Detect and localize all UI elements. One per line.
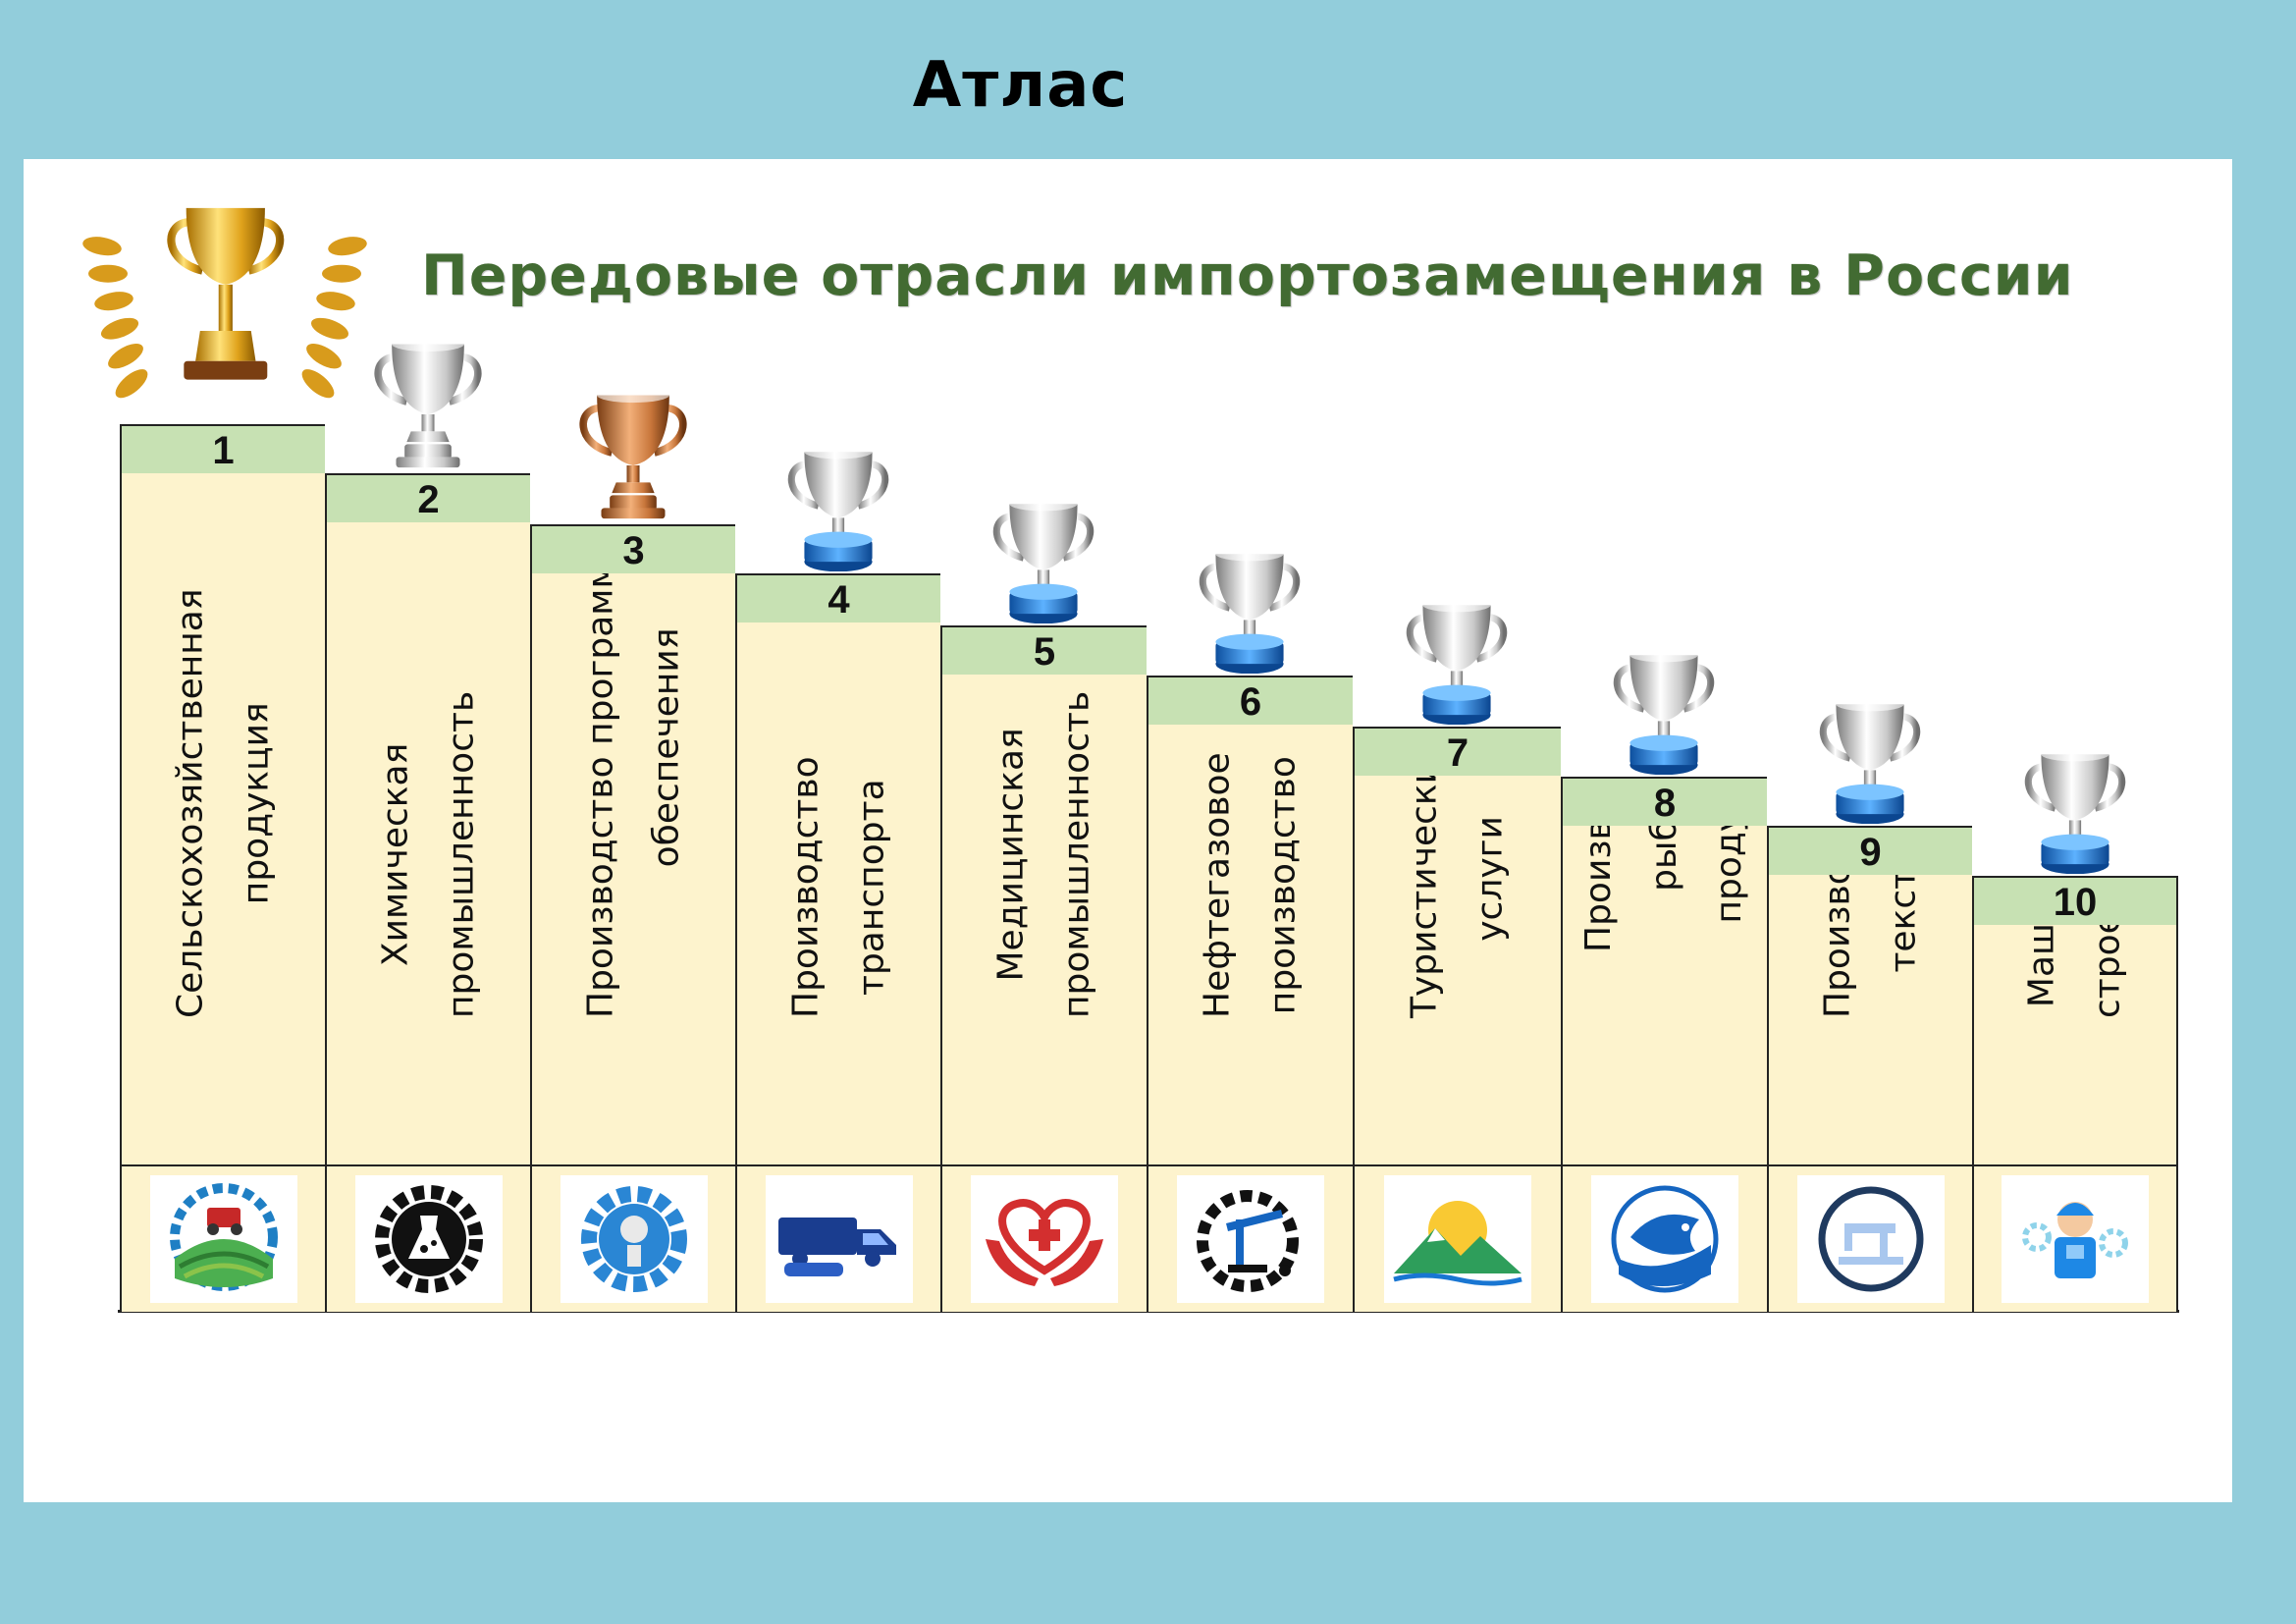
industry-icon-cell bbox=[1563, 1164, 1767, 1312]
industry-icon-cell bbox=[1974, 1164, 2176, 1312]
fish-icon bbox=[1591, 1175, 1738, 1303]
industry-icon-cell bbox=[1148, 1164, 1353, 1312]
rank-number: 6 bbox=[1148, 676, 1353, 730]
industry-label: Производство текстиля bbox=[1816, 875, 1923, 1018]
industry-label: Сельскохозяйственная продукция bbox=[169, 588, 276, 1018]
industry-icon-cell bbox=[327, 1164, 530, 1312]
industry-icon-cell bbox=[942, 1164, 1147, 1312]
gold-trophy-laurel-icon bbox=[63, 177, 387, 434]
trophy-icon bbox=[2015, 736, 2135, 879]
trophy-icon bbox=[1810, 686, 1930, 829]
agriculture-gear-icon bbox=[149, 1175, 297, 1303]
mountains-sun-icon bbox=[1384, 1175, 1531, 1303]
rank-number: 9 bbox=[1769, 826, 1972, 880]
industry-icon-cell bbox=[737, 1164, 940, 1312]
rank-number: 5 bbox=[942, 625, 1147, 679]
industry-icon-cell bbox=[1355, 1164, 1561, 1312]
silver-trophy-icon bbox=[364, 325, 492, 477]
rank-number: 8 bbox=[1563, 777, 1767, 831]
sewing-machine-icon bbox=[1796, 1175, 1945, 1303]
transport-trucks-icon bbox=[765, 1175, 913, 1303]
industry-label-cell: Нефтегазовое производство bbox=[1148, 725, 1353, 1166]
bronze-trophy-icon bbox=[569, 376, 697, 528]
industry-label-cell: Производство программного обеспечения bbox=[532, 573, 735, 1166]
chemistry-flask-gear-icon bbox=[354, 1175, 503, 1303]
industry-label-cell: Производство транспорта bbox=[737, 623, 940, 1166]
oil-pump-gear-icon bbox=[1177, 1175, 1324, 1303]
industry-label: Производство программного обеспечения bbox=[579, 573, 686, 1018]
industry-label: Медицинская промышленность bbox=[990, 690, 1096, 1018]
industry-label-cell: Медицинская промышленность bbox=[942, 675, 1147, 1166]
trophy-icon bbox=[1397, 587, 1517, 730]
trophy-icon bbox=[984, 486, 1103, 628]
industry-label-cell: Туристические услуги bbox=[1355, 776, 1561, 1166]
industry-icon-cell bbox=[122, 1164, 325, 1312]
step-column-8: 8Производство рыбной продукции bbox=[1561, 777, 1767, 1312]
industry-label: Химическая промышленность bbox=[374, 690, 481, 1018]
industry-label-cell: Машино строение bbox=[1974, 925, 2176, 1166]
trophy-icon bbox=[1604, 637, 1724, 780]
industry-label-cell: Производство текстиля bbox=[1769, 875, 1972, 1166]
industry-label-cell: Сельскохозяйственная продукция bbox=[122, 473, 325, 1166]
industry-label: Нефтегазовое производство bbox=[1197, 752, 1303, 1018]
page-title: Атлас bbox=[912, 49, 1129, 122]
industry-label: Производство транспорта bbox=[784, 756, 891, 1018]
trophy-icon bbox=[1190, 536, 1309, 678]
engineer-mechanic-icon bbox=[2002, 1175, 2149, 1303]
software-gear-icon bbox=[560, 1175, 708, 1303]
industry-icon-cell bbox=[532, 1164, 735, 1312]
diagram-title: Передовые отрасли импортозамещения в Рос… bbox=[421, 244, 2074, 308]
rank-number: 7 bbox=[1355, 727, 1561, 781]
industry-label: Производство рыбной продукции bbox=[1567, 826, 1763, 952]
page-header: Атлас bbox=[0, 0, 2296, 159]
trophy-icon bbox=[778, 434, 898, 576]
industry-label: Туристические услуги bbox=[1404, 776, 1510, 1018]
rank-number: 3 bbox=[532, 524, 735, 578]
medical-hands-heart-icon bbox=[971, 1175, 1118, 1303]
rank-number: 10 bbox=[1974, 876, 2176, 930]
rank-number: 2 bbox=[327, 473, 530, 527]
rank-number: 4 bbox=[737, 573, 940, 627]
industry-label-cell: Производство рыбной продукции bbox=[1563, 826, 1767, 1166]
industry-icon-cell bbox=[1769, 1164, 1972, 1312]
industry-label: Машино строение bbox=[2021, 925, 2127, 1018]
industry-label-cell: Химическая промышленность bbox=[327, 522, 530, 1166]
